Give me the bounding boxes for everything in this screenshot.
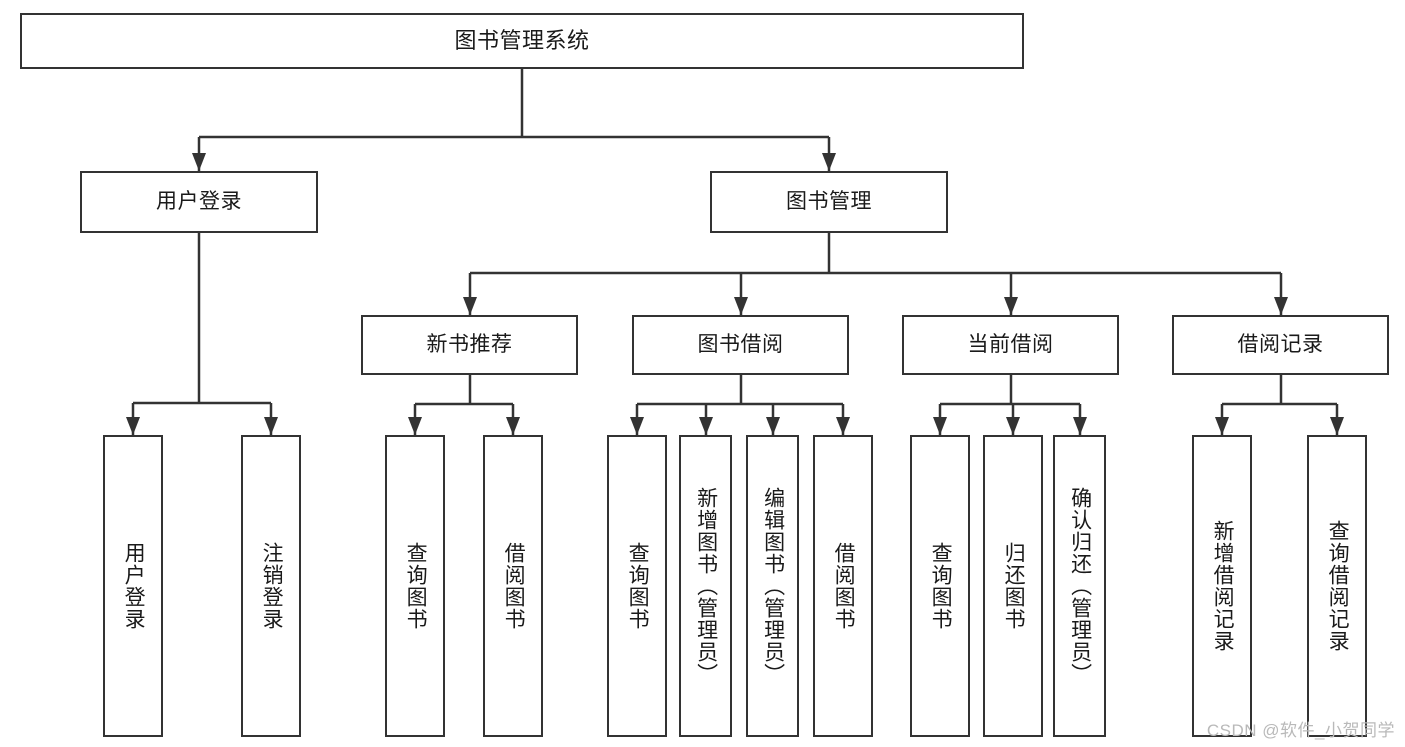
arrow-head-leaf_user_login (126, 417, 140, 435)
arrow-head-leaf_add_borrow_record (1215, 417, 1229, 435)
node-label: 当前借阅 (967, 333, 1054, 357)
arrow-head-l3_current_borrow (1004, 297, 1018, 315)
node-label: 查询图书 (626, 542, 650, 630)
node-label: 用户登录 (156, 190, 242, 214)
node-leaf-query-book-c[interactable]: 查询图书 (910, 435, 970, 737)
node-label: 借阅图书 (832, 542, 856, 630)
node-leaf-return-book[interactable]: 归还图书 (983, 435, 1043, 737)
node-l2-book-manage[interactable]: 图书管理 (710, 171, 948, 233)
arrow-head-leaf_return_book (1006, 417, 1020, 435)
node-label: 图书管理系统 (454, 27, 590, 53)
arrow-head-leaf_edit_book_admin (766, 417, 780, 435)
node-l3-new-book-rec[interactable]: 新书推荐 (361, 315, 578, 375)
node-leaf-add-book-admin[interactable]: 新增图书（管理员） (679, 435, 732, 737)
node-l3-borrow-record[interactable]: 借阅记录 (1172, 315, 1389, 375)
node-label: 查询借阅记录 (1326, 520, 1350, 652)
node-label: 编辑图书（管理员） (761, 487, 785, 685)
arrow-head-leaf_borrow_book_b (836, 417, 850, 435)
node-leaf-query-book-a[interactable]: 查询图书 (385, 435, 445, 737)
node-leaf-user-login[interactable]: 用户登录 (103, 435, 163, 737)
node-leaf-borrow-book-a[interactable]: 借阅图书 (483, 435, 543, 737)
node-label: 查询图书 (929, 542, 953, 630)
node-label: 确认归还（管理员） (1068, 487, 1092, 685)
arrow-head-leaf_borrow_book_a (506, 417, 520, 435)
watermark: CSDN @软件_小贺同学 (1206, 721, 1395, 740)
node-leaf-edit-book-admin[interactable]: 编辑图书（管理员） (746, 435, 799, 737)
node-label: 图书借阅 (697, 333, 784, 357)
arrow-head-leaf_confirm_return_admin (1073, 417, 1087, 435)
arrow-head-l2_user_login (192, 153, 206, 171)
arrow-head-l3_borrow_record (1274, 297, 1288, 315)
arrow-head-l3_new_book_rec (463, 297, 477, 315)
arrow-head-leaf_query_borrow_record (1330, 417, 1344, 435)
node-label: 归还图书 (1002, 542, 1026, 630)
arrow-head-leaf_query_book_c (933, 417, 947, 435)
node-l3-current-borrow[interactable]: 当前借阅 (902, 315, 1119, 375)
node-leaf-logout[interactable]: 注销登录 (241, 435, 301, 737)
arrow-head-leaf_query_book_b (630, 417, 644, 435)
node-root[interactable]: 图书管理系统 (20, 13, 1024, 69)
node-leaf-add-borrow-record[interactable]: 新增借阅记录 (1192, 435, 1252, 737)
node-label: 借阅记录 (1237, 333, 1324, 357)
node-leaf-borrow-book-b[interactable]: 借阅图书 (813, 435, 873, 737)
node-label: 用户登录 (122, 542, 146, 630)
node-label: 新书推荐 (426, 333, 513, 357)
node-label: 借阅图书 (502, 542, 526, 630)
node-label: 注销登录 (260, 542, 284, 630)
arrow-head-l3_book_borrow (734, 297, 748, 315)
arrow-head-leaf_query_book_a (408, 417, 422, 435)
node-l3-book-borrow[interactable]: 图书借阅 (632, 315, 849, 375)
arrow-head-l2_book_manage (822, 153, 836, 171)
node-label: 新增图书（管理员） (694, 487, 718, 685)
arrow-head-leaf_add_book_admin (699, 417, 713, 435)
node-leaf-query-book-b[interactable]: 查询图书 (607, 435, 667, 737)
node-label: 图书管理 (786, 190, 872, 214)
node-label: 查询图书 (404, 542, 428, 630)
node-l2-user-login[interactable]: 用户登录 (80, 171, 318, 233)
node-leaf-query-borrow-record[interactable]: 查询借阅记录 (1307, 435, 1367, 737)
node-leaf-confirm-return-admin[interactable]: 确认归还（管理员） (1053, 435, 1106, 737)
node-label: 新增借阅记录 (1211, 520, 1235, 652)
arrow-head-leaf_logout (264, 417, 278, 435)
